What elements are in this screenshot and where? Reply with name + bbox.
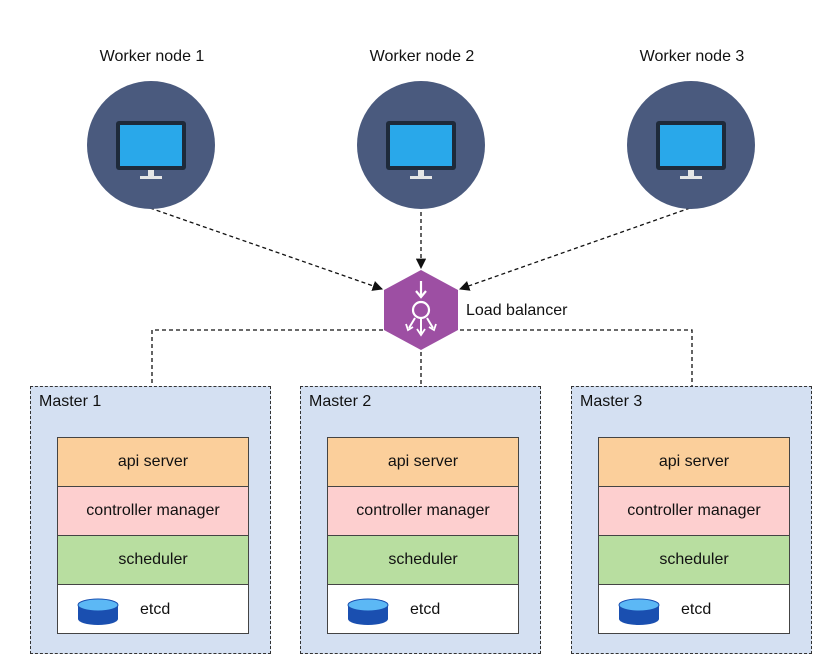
master-title: Master 2 <box>309 393 372 410</box>
worker-node-3-label: Worker node 3 <box>639 48 745 65</box>
master-1[interactable]: Master 1 api server controller manager s… <box>30 386 271 654</box>
worker-node-3[interactable] <box>627 81 755 209</box>
worker-node-1[interactable] <box>87 81 215 209</box>
api-server[interactable]: api server <box>57 437 249 487</box>
worker-node-2[interactable] <box>357 81 485 209</box>
component-stack: api server controller manager scheduler … <box>327 437 519 634</box>
database-icon <box>618 598 660 625</box>
master-title: Master 1 <box>39 393 102 410</box>
worker3-to-lb-line <box>459 207 691 291</box>
database-icon <box>347 598 389 625</box>
monitor-icon <box>116 121 186 179</box>
scheduler[interactable]: scheduler <box>598 535 790 585</box>
controller-manager[interactable]: controller manager <box>598 486 790 536</box>
controller-manager[interactable]: controller manager <box>57 486 249 536</box>
etcd-label: etcd <box>410 601 441 618</box>
component-stack: api server controller manager scheduler … <box>598 437 790 634</box>
load-balancer-label: Load balancer <box>466 302 568 319</box>
master-title: Master 3 <box>580 393 643 410</box>
worker1-to-lb-line <box>149 207 383 291</box>
worker-node-2-label: Worker node 2 <box>369 48 475 65</box>
etcd[interactable]: etcd <box>327 584 519 634</box>
master-2[interactable]: Master 2 api server controller manager s… <box>300 386 541 654</box>
monitor-icon <box>656 121 726 179</box>
etcd[interactable]: etcd <box>57 584 249 634</box>
scheduler[interactable]: scheduler <box>57 535 249 585</box>
monitor-icon <box>386 121 456 179</box>
etcd-label: etcd <box>681 601 712 618</box>
load-balancer-icon[interactable] <box>381 268 461 352</box>
etcd[interactable]: etcd <box>598 584 790 634</box>
component-stack: api server controller manager scheduler … <box>57 437 249 634</box>
controller-manager[interactable]: controller manager <box>327 486 519 536</box>
etcd-label: etcd <box>140 601 171 618</box>
api-server[interactable]: api server <box>327 437 519 487</box>
worker-node-1-label: Worker node 1 <box>99 48 205 65</box>
scheduler[interactable]: scheduler <box>327 535 519 585</box>
database-icon <box>77 598 119 625</box>
master-3[interactable]: Master 3 api server controller manager s… <box>571 386 812 654</box>
api-server[interactable]: api server <box>598 437 790 487</box>
